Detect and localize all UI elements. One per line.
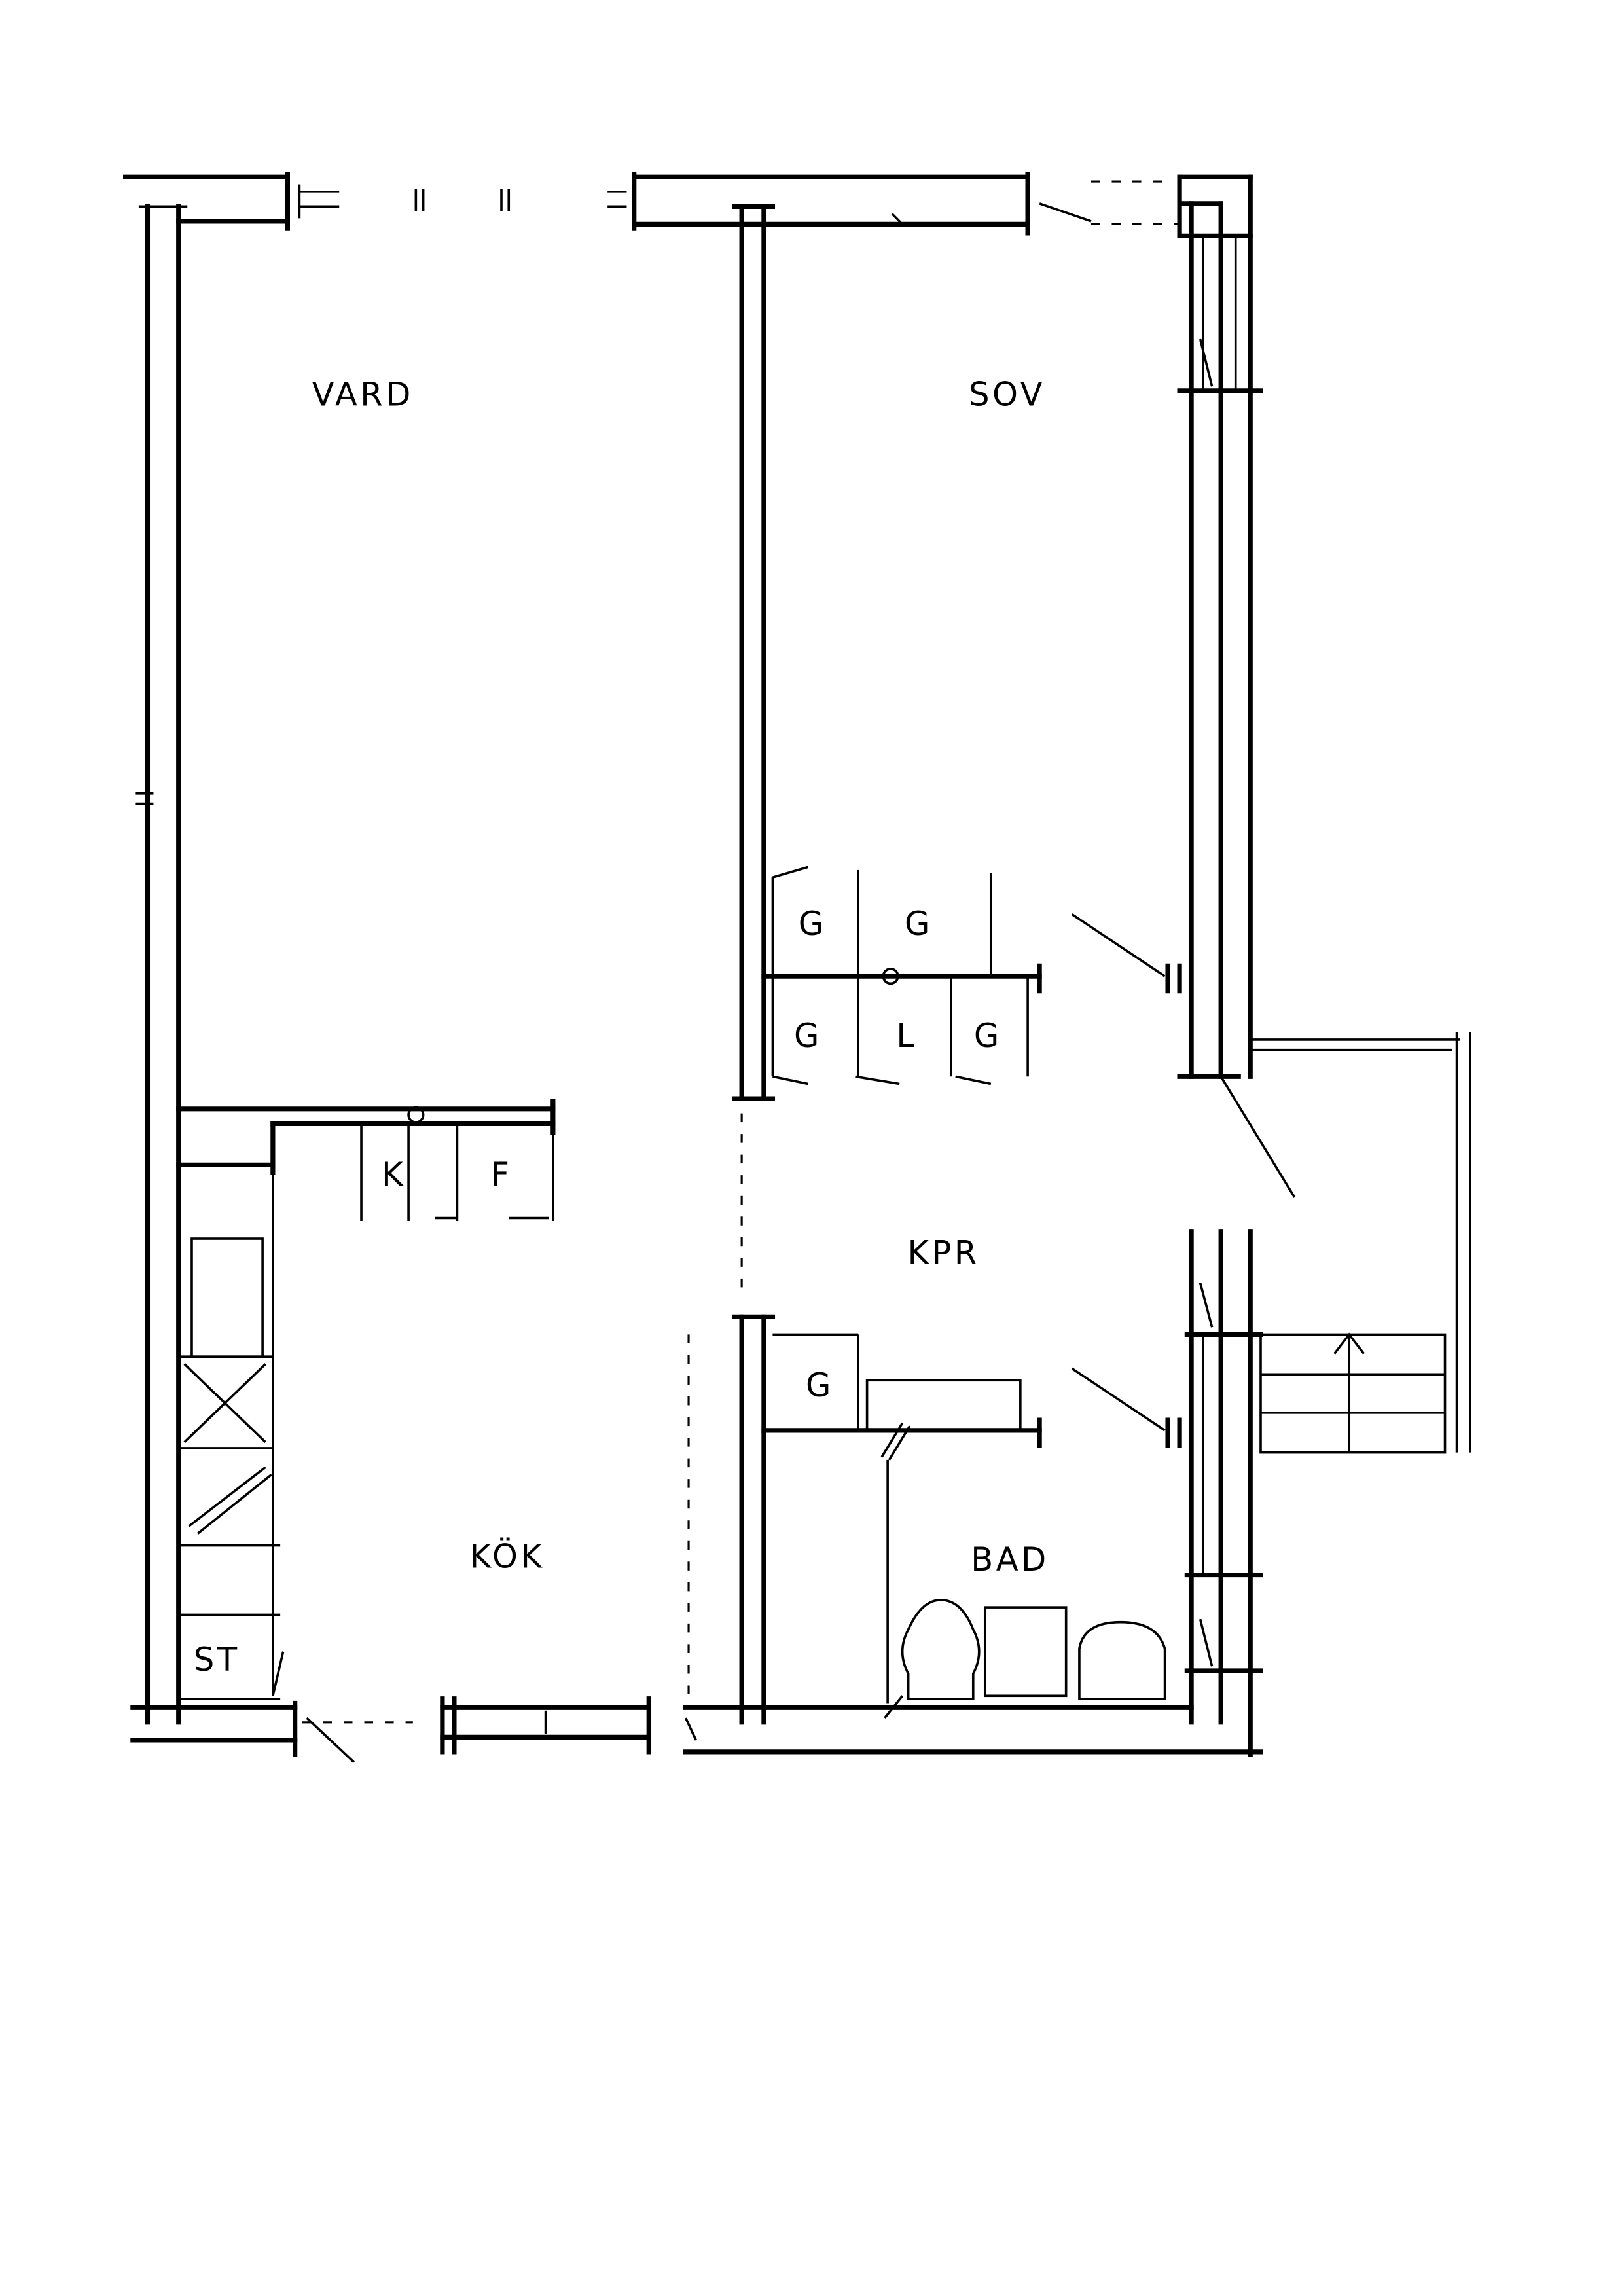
storage-label-l: L: [896, 1017, 917, 1055]
storage-label-g: G: [799, 905, 827, 943]
toilet-icon: [901, 1599, 981, 1700]
room-label-sov: SOV: [969, 375, 1045, 413]
room-label-st: ST: [194, 1641, 240, 1679]
storage-label-f: F: [490, 1156, 512, 1194]
bathtub-icon: [1078, 1620, 1166, 1700]
interior-walls: [176, 204, 1182, 1725]
room-label-kok: KÖK: [470, 1537, 545, 1575]
storage-label-k: K: [382, 1156, 406, 1194]
room-label-kpr: KPR: [908, 1233, 980, 1271]
storage-label-g: G: [974, 1017, 1002, 1055]
bathroom-fixtures: [901, 1599, 1166, 1700]
balcony: [1250, 1032, 1471, 1454]
room-label-bad: BAD: [971, 1540, 1049, 1578]
outer-walls: [123, 172, 1296, 1763]
room-label-vard: VARD: [312, 375, 414, 413]
stair-arrow-icon: [1333, 1332, 1365, 1355]
sink-icon: [983, 1606, 1068, 1698]
room-labels: VARD SOV KPR KÖK BAD ST G G G L G G K F: [194, 375, 1049, 1679]
storage-label-g: G: [905, 905, 933, 943]
storage-label-g: G: [806, 1366, 834, 1404]
storage-label-g: G: [794, 1017, 822, 1055]
